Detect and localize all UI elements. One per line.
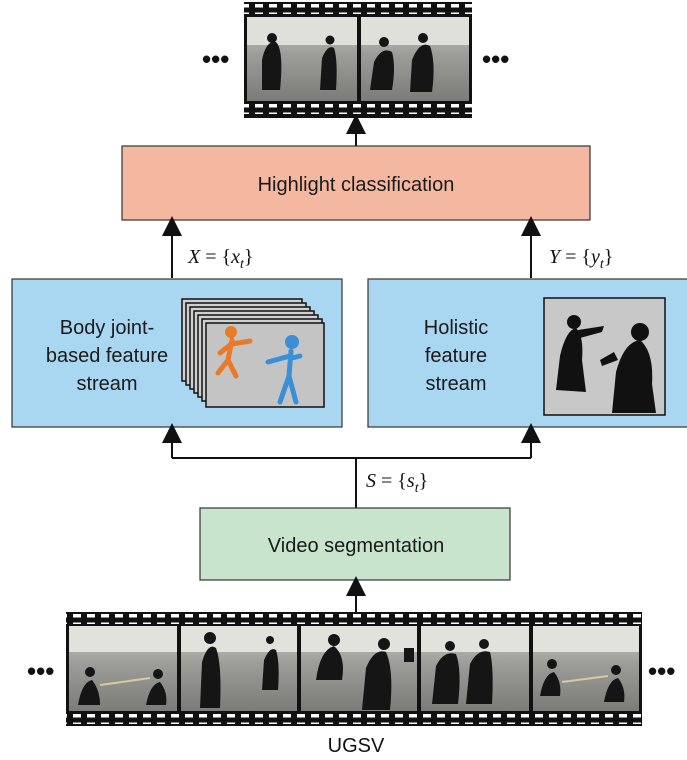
silhouette-image [543, 297, 666, 416]
bottom-ellipsis-right: ••• [648, 656, 675, 686]
top-ellipsis-left: ••• [202, 44, 229, 74]
holistic-stream-label-3: stream [425, 373, 486, 395]
orange-stick-figure [215, 326, 253, 379]
body-joint-stream-label-1: Body joint- [60, 317, 155, 339]
bottom-frame-3 [301, 626, 417, 711]
split-connector [162, 423, 541, 508]
highlight-classification-label: Highlight classification [258, 174, 455, 196]
top-frame-2 [361, 17, 469, 101]
video-segmentation-label: Video segmentation [268, 535, 444, 557]
holistic-stream-label-2: feature [425, 345, 487, 367]
blue-stick-figure [265, 335, 303, 405]
top-film-strip: ••• ••• [202, 2, 509, 118]
top-ellipsis-right: ••• [482, 44, 509, 74]
bottom-frame-2 [181, 626, 297, 711]
holistic-stream-label-1: Holistic [424, 317, 488, 339]
bottom-film-strip: ••• ••• [27, 612, 675, 726]
bottom-ellipsis-left: ••• [27, 656, 54, 686]
ugsv-caption: UGSV [328, 735, 385, 757]
edge-label-x: X = {xt} [187, 246, 254, 272]
body-joint-stream-label-3: stream [76, 373, 137, 395]
bottom-frame-1 [69, 626, 177, 711]
highlight-classification-box: Highlight classification [121, 145, 591, 221]
top-frame-1 [247, 17, 357, 101]
edge-label-y: Y = {yt} [549, 246, 613, 272]
body-joint-stream-box: Body joint- based feature stream [11, 278, 343, 428]
bottom-frame-5 [533, 626, 639, 711]
body-joint-stream-label-2: based feature [46, 345, 168, 367]
video-segmentation-box: Video segmentation [199, 507, 511, 581]
edge-label-s: S = {st} [366, 470, 428, 496]
pose-frame-stack [181, 298, 325, 408]
holistic-stream-box: Holistic feature stream [367, 278, 687, 428]
bottom-frame-4 [421, 626, 529, 711]
